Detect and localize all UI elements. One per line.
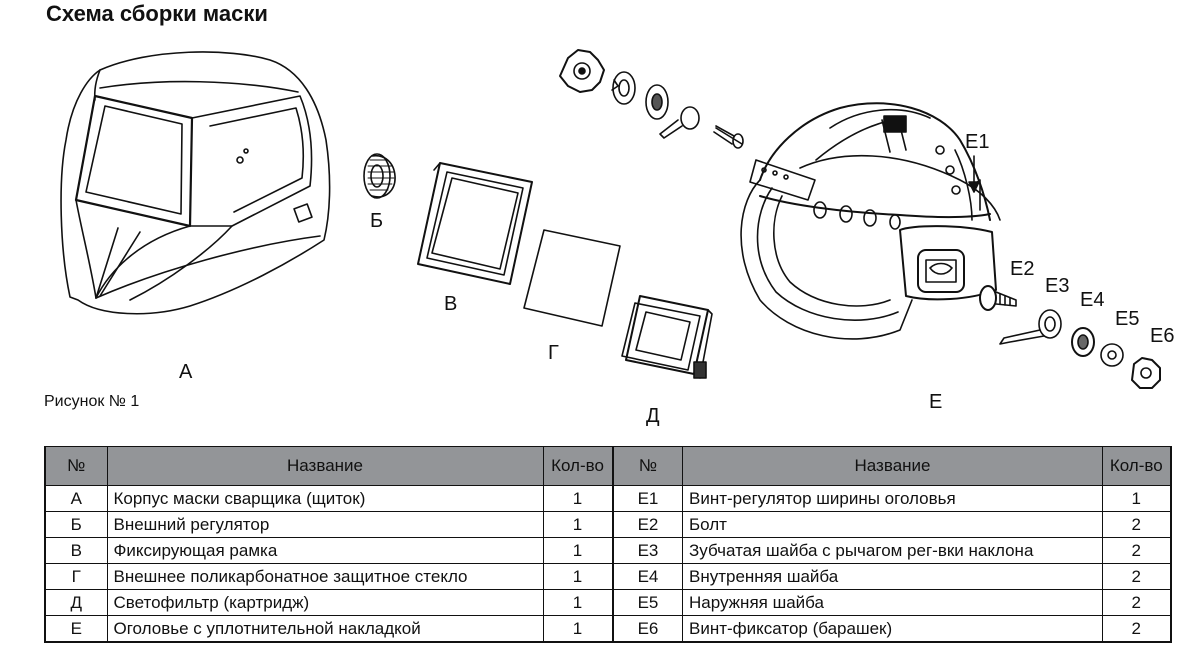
col-header-qty: Кол-во — [542, 446, 613, 486]
table-row: Е6 Винт-фиксатор (барашек) 2 — [613, 615, 1172, 643]
col-header-no: № — [44, 446, 108, 486]
table-row: Е4 Внутренняя шайба 2 — [613, 563, 1172, 590]
protective-glass-drawing — [524, 230, 620, 326]
col-header-qty: Кол-во — [1102, 446, 1172, 486]
side-fasteners-drawing — [980, 286, 1160, 388]
outer-regulator-drawing — [364, 154, 395, 198]
cell-name: Винт-фиксатор (барашек) — [682, 615, 1103, 643]
cell-no: Е — [44, 615, 108, 643]
assembly-diagram — [0, 0, 1200, 440]
cell-name: Наружняя шайба — [682, 589, 1103, 616]
cell-qty: 1 — [542, 589, 613, 616]
label-e: Е — [929, 391, 943, 413]
label-g: Г — [548, 342, 559, 364]
table-row: Е3 Зубчатая шайба с рычагом рег-вки накл… — [613, 537, 1172, 564]
label-a: А — [179, 361, 193, 383]
cell-qty: 1 — [542, 563, 613, 590]
fixing-frame-drawing — [418, 163, 532, 284]
label-e6: Е6 — [1150, 325, 1175, 347]
table-row: Е Оголовье с уплотнительной накладкой 1 — [44, 615, 613, 643]
cell-qty: 1 — [1102, 485, 1172, 512]
cell-qty: 1 — [542, 485, 613, 512]
table-row: В Фиксирующая рамка 1 — [44, 537, 613, 564]
col-header-name: Название — [106, 446, 544, 486]
figure-caption: Рисунок № 1 — [44, 393, 140, 410]
parts-table-right: № Название Кол-во Е1 Винт-регулятор шири… — [613, 446, 1172, 643]
cell-no: Б — [44, 511, 108, 538]
table-row: А Корпус маски сварщика (щиток) 1 — [44, 485, 613, 512]
label-e2: Е2 — [1010, 258, 1035, 280]
table-row: Г Внешнее поликарбонатное защитное стекл… — [44, 563, 613, 590]
cell-qty: 2 — [1102, 511, 1172, 538]
cell-name: Корпус маски сварщика (щиток) — [106, 485, 544, 512]
cell-name: Болт — [682, 511, 1103, 538]
col-header-no: № — [613, 446, 683, 486]
cell-qty: 1 — [542, 537, 613, 564]
cell-name: Внутренняя шайба — [682, 563, 1103, 590]
label-e4: Е4 — [1080, 289, 1105, 311]
cell-no: Е2 — [613, 511, 683, 538]
top-fasteners-drawing — [560, 50, 743, 148]
cell-name: Винт-регулятор ширины оголовья — [682, 485, 1103, 512]
label-e1: Е1 — [965, 131, 990, 153]
cell-no: Г — [44, 563, 108, 590]
table-row: Д Светофильтр (картридж) 1 — [44, 589, 613, 616]
label-e3: Е3 — [1045, 275, 1070, 297]
table-header-row: № Название Кол-во — [44, 446, 613, 486]
label-e5: Е5 — [1115, 308, 1140, 330]
cell-name: Внешнее поликарбонатное защитное стекло — [106, 563, 544, 590]
cell-name: Внешний регулятор — [106, 511, 544, 538]
table-row: Е2 Болт 2 — [613, 511, 1172, 538]
table-header-row: № Название Кол-во — [613, 446, 1172, 486]
cell-no: В — [44, 537, 108, 564]
filter-cartridge-drawing — [622, 296, 712, 378]
cell-qty: 2 — [1102, 563, 1172, 590]
cell-no: Д — [44, 589, 108, 616]
cell-qty: 1 — [542, 615, 613, 643]
headgear-drawing — [741, 103, 1000, 339]
parts-table-left: № Название Кол-во А Корпус маски сварщик… — [44, 446, 613, 643]
table-row: Е5 Наружняя шайба 2 — [613, 589, 1172, 616]
label-d: Д — [646, 405, 660, 427]
cell-qty: 1 — [542, 511, 613, 538]
cell-no: Е6 — [613, 615, 683, 643]
cell-no: А — [44, 485, 108, 512]
cell-qty: 2 — [1102, 589, 1172, 616]
cell-no: Е5 — [613, 589, 683, 616]
cell-no: Е3 — [613, 537, 683, 564]
cell-qty: 2 — [1102, 537, 1172, 564]
label-b: Б — [370, 210, 384, 232]
e1-arrow — [969, 156, 979, 192]
helmet-shell-drawing — [61, 52, 330, 314]
page-title: Схема сборки маски — [46, 1, 268, 26]
col-header-name: Название — [682, 446, 1103, 486]
cell-no: Е1 — [613, 485, 683, 512]
cell-name: Светофильтр (картридж) — [106, 589, 544, 616]
cell-name: Зубчатая шайба с рычагом рег-вки наклона — [682, 537, 1103, 564]
cell-name: Оголовье с уплотнительной накладкой — [106, 615, 544, 643]
table-row: Б Внешний регулятор 1 — [44, 511, 613, 538]
label-v: В — [444, 293, 458, 315]
cell-name: Фиксирующая рамка — [106, 537, 544, 564]
cell-qty: 2 — [1102, 615, 1172, 643]
table-row: Е1 Винт-регулятор ширины оголовья 1 — [613, 485, 1172, 512]
cell-no: Е4 — [613, 563, 683, 590]
